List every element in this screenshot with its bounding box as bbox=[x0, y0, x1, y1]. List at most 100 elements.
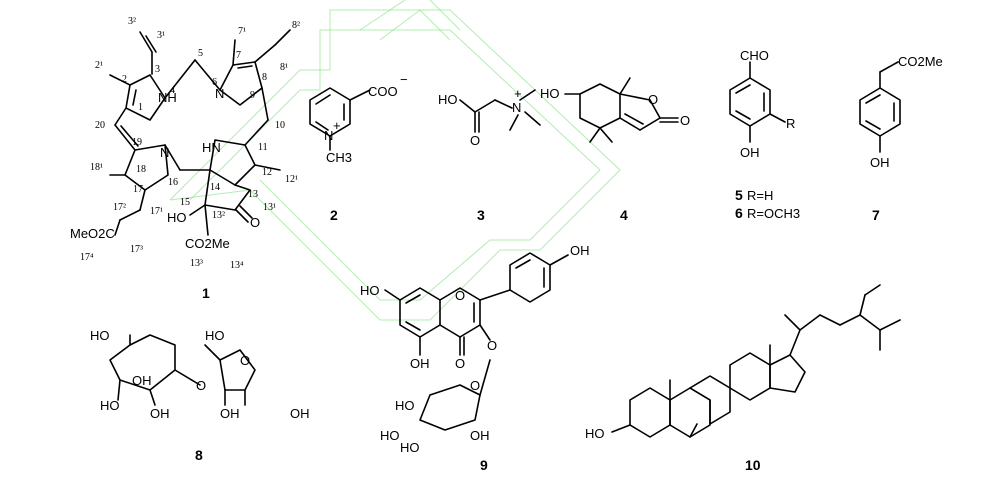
num-17-2: 17² bbox=[113, 202, 126, 213]
compound-2-ch3-label: CH3 bbox=[326, 150, 352, 165]
num-13-1: 13¹ bbox=[263, 202, 276, 213]
compound-3-structure bbox=[459, 89, 541, 133]
c132-ho-label: HO bbox=[167, 210, 187, 225]
num-3-1: 3¹ bbox=[157, 30, 165, 41]
compound-2-coo-label: COO bbox=[368, 84, 398, 99]
num-1: 1 bbox=[138, 102, 143, 113]
compound-8-ho-label-3: HO bbox=[205, 328, 225, 343]
compound-9-oh-label-2: OH bbox=[410, 356, 430, 371]
compound-5-cho-label: CHO bbox=[740, 48, 769, 63]
compound-7-co2me-label: CO2Me bbox=[898, 54, 943, 69]
compound-1-labels: NH N N HN HO O CO2Me MeO2C 3² 3¹ 2¹ 5 7¹… bbox=[70, 16, 300, 271]
compound-5-r-label: R bbox=[786, 116, 795, 131]
compound-8-ho-label-2: HO bbox=[100, 398, 120, 413]
compound-3-ho-label: HO bbox=[438, 92, 458, 107]
num-14: 14 bbox=[210, 182, 220, 193]
num-9: 9 bbox=[250, 90, 255, 101]
compound-9-ho-label-2: HO bbox=[395, 398, 415, 413]
compound-8-glycosidic-o-label: O bbox=[196, 378, 206, 393]
num-3: 3 bbox=[155, 64, 160, 75]
compound-8-oh-label-3: OH bbox=[220, 406, 240, 421]
num-7-1: 7¹ bbox=[238, 26, 246, 37]
num-2: 2 bbox=[122, 74, 127, 85]
compound-8-oh-label-4: OH bbox=[290, 406, 310, 421]
compound-3-charge-plus: + bbox=[514, 86, 522, 101]
num-18: 18 bbox=[136, 164, 146, 175]
c131-o-label: O bbox=[250, 215, 260, 230]
compound-4-structure bbox=[564, 77, 679, 143]
compound-8-oh-label-1: OH bbox=[132, 373, 152, 388]
ring-c-hn-label: HN bbox=[202, 140, 221, 155]
compound-5-oh-label: OH bbox=[740, 145, 760, 160]
num-2-1: 2¹ bbox=[95, 60, 103, 71]
compound-9-oh-label-1: OH bbox=[570, 243, 590, 258]
compound-4-carbonyl-o-label: O bbox=[680, 113, 690, 128]
num-18-1: 18¹ bbox=[90, 162, 103, 173]
compound-2-charge-plus: + bbox=[333, 118, 341, 133]
num-7: 7 bbox=[236, 50, 241, 61]
num-12: 12 bbox=[262, 167, 272, 178]
compound-8-number: 8 bbox=[195, 447, 203, 463]
compound-3-number: 3 bbox=[477, 207, 485, 223]
ring-a-nh-label: NH bbox=[158, 90, 177, 105]
num-8-2: 8² bbox=[292, 20, 300, 31]
num-17-1: 17¹ bbox=[150, 206, 163, 217]
compound-9-ho-label-4: HO bbox=[400, 440, 420, 455]
compound-4-number: 4 bbox=[620, 207, 628, 223]
num-8: 8 bbox=[262, 72, 267, 83]
num-13-3: 13³ bbox=[190, 258, 203, 269]
num-6: 6 bbox=[212, 77, 217, 88]
compound-2-nplus-label: N bbox=[324, 128, 333, 143]
compound-8-ring-o-label: O bbox=[240, 353, 250, 368]
compound-9-oh-label-3: OH bbox=[470, 428, 490, 443]
compound-3-o-label: O bbox=[470, 133, 480, 148]
compound-9-number: 9 bbox=[480, 457, 488, 473]
num-12-1: 12¹ bbox=[285, 174, 298, 185]
c133-co2me-label: CO2Me bbox=[185, 236, 230, 251]
compound-5-r-group: R=H bbox=[747, 188, 773, 203]
compound-9-ho-label-1: HO bbox=[360, 283, 380, 298]
num-3-2: 3² bbox=[128, 16, 136, 27]
num-5: 5 bbox=[198, 48, 203, 59]
num-16: 16 bbox=[168, 177, 178, 188]
compound-8-oh-label-2: OH bbox=[150, 406, 170, 421]
compound-10-number: 10 bbox=[745, 457, 761, 473]
num-8-1: 8¹ bbox=[280, 62, 288, 73]
compound-1-number: 1 bbox=[202, 285, 210, 301]
num-10: 10 bbox=[275, 120, 285, 131]
compound-9-sugar-o-label: O bbox=[470, 378, 480, 393]
num-17-4: 17⁴ bbox=[80, 252, 94, 263]
watermark-outline bbox=[169, 0, 621, 321]
ring-d-n-label: N bbox=[160, 145, 169, 160]
compound-8-structure bbox=[109, 334, 256, 406]
num-17: 17 bbox=[133, 184, 143, 195]
c173-meo2c-label: MeO2C bbox=[70, 226, 115, 241]
compound-4-ho-label: HO bbox=[540, 86, 560, 101]
compound-9-ring-o-label: O bbox=[455, 288, 465, 303]
num-19: 19 bbox=[132, 137, 142, 148]
compound-2-structure bbox=[309, 87, 371, 151]
compound-9-structure bbox=[384, 252, 569, 431]
compound-10-ho-label: HO bbox=[585, 426, 605, 441]
compound-9-carbonyl-o-label: O bbox=[455, 356, 465, 371]
compound-9-ho-label-3: HO bbox=[380, 428, 400, 443]
compound-8-ho-label-1: HO bbox=[90, 328, 110, 343]
num-13-2: 13² bbox=[212, 210, 225, 221]
compound-5-6-structure bbox=[729, 61, 786, 143]
compound-10-structure bbox=[611, 284, 901, 438]
num-11: 11 bbox=[258, 142, 268, 153]
compound-7-number: 7 bbox=[872, 207, 880, 223]
compound-2-charge-minus: − bbox=[400, 72, 408, 87]
num-4: 4 bbox=[170, 85, 175, 96]
num-15: 15 bbox=[180, 197, 190, 208]
compound-3-n-label: N bbox=[512, 100, 521, 115]
compound-6-number: 6 bbox=[735, 205, 743, 221]
num-13-4: 13⁴ bbox=[230, 260, 244, 271]
ring-b-n-label: N bbox=[215, 86, 224, 101]
compound-5-number: 5 bbox=[735, 187, 743, 203]
num-13: 13 bbox=[248, 189, 258, 200]
compound-9-ether-o-label: O bbox=[487, 338, 497, 353]
compound-7-structure bbox=[859, 61, 901, 153]
compound-2-number: 2 bbox=[330, 207, 338, 223]
